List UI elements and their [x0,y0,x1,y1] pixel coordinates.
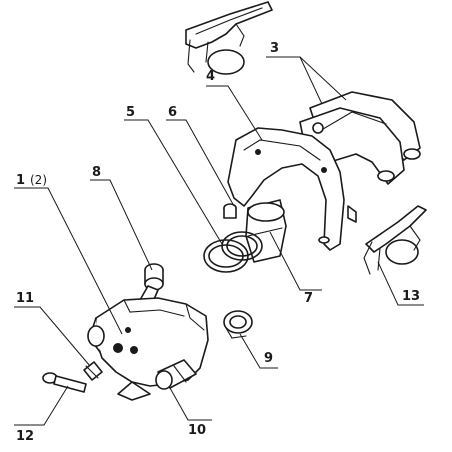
callout-6: 6 [168,105,177,120]
callout-1-alt: (2) [30,173,47,187]
dust-boot [223,310,253,339]
slide-pin [155,359,197,390]
callout-10: 10 [188,423,206,438]
leader-5 [124,119,223,245]
spring-clip-top [185,1,273,75]
leader-8 [90,179,153,271]
callout-1: 1 [16,173,25,188]
callout-4: 4 [206,69,215,84]
leader-lines [14,56,424,426]
leader-4 [206,85,263,141]
seal-rings [203,231,263,273]
callout-5: 5 [126,105,135,120]
caliper-body [87,297,209,401]
callout-12: 12 [16,429,34,444]
bolt [42,372,87,393]
callout-11: 11 [16,291,34,306]
piston [245,199,287,263]
caliper-bracket [223,127,357,251]
leader-1 [14,187,123,335]
leader-13 [377,261,424,306]
brake-pads [299,91,421,185]
bleeder-screw [83,361,103,381]
callout-13: 13 [402,289,420,304]
leader-9 [239,333,278,369]
leader-11 [14,306,91,367]
leader-12 [14,385,69,426]
leader-10 [169,387,212,421]
callout-8: 8 [92,165,101,180]
leader-6 [166,119,235,207]
leader-7 [269,231,322,291]
leader-3b [299,56,347,101]
callout-7: 7 [304,291,313,306]
leader-3a [266,56,323,105]
callout-9: 9 [264,351,273,366]
callout-3: 3 [270,41,279,56]
spring-clip-right [363,205,427,275]
callouts: 1 (2) 3 4 5 6 7 8 9 10 11 12 13 [16,41,420,444]
